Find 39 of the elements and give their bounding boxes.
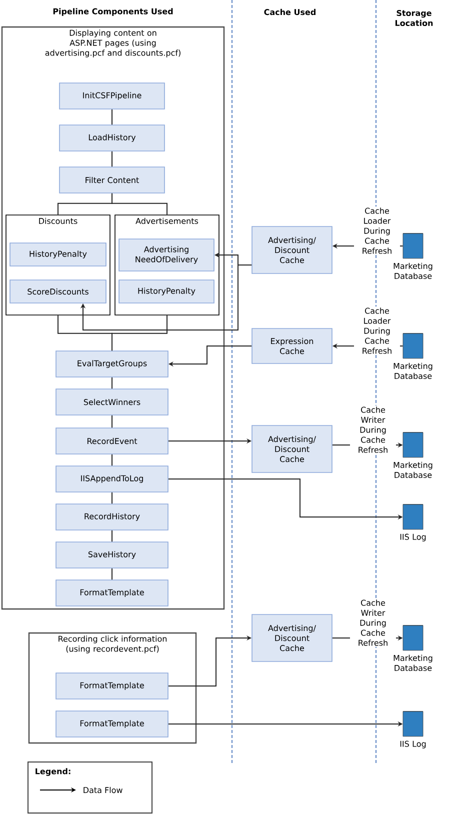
node-label: Marketing Database [394, 462, 432, 478]
process-box: LoadHistory [59, 124, 165, 152]
process-box: Advertising/ Discount Cache [252, 614, 332, 662]
arrow [80, 264, 252, 330]
node-label: IIS Log [400, 534, 426, 542]
process-box: Advertising/ Discount Cache [252, 425, 332, 473]
process-box: Filter Content [59, 166, 165, 194]
edge-label: Cache Loader During Cache Refresh [354, 306, 400, 355]
process-box: Advertising/ Discount Cache [252, 226, 332, 274]
process-box: Advertising NeedOfDelivery [118, 238, 214, 272]
column-heading: Storage Location [395, 10, 433, 26]
process-box: FormatTemplate [56, 580, 168, 606]
database-cylinder: IIS Log [400, 504, 426, 542]
node-label: IIS Log [400, 740, 426, 748]
process-box: RecordEvent [56, 428, 168, 454]
database-cylinder: Marketing Database [394, 625, 432, 671]
process-box: SelectWinners [56, 388, 168, 416]
node-label: Marketing Database [394, 654, 432, 671]
column-heading: Cache Used [264, 8, 316, 16]
edge-label: Cache Loader During Cache Refresh [354, 206, 400, 255]
database-cylinder: IIS Log [400, 711, 426, 748]
process-box: EvalTargetGroups [56, 350, 168, 378]
process-box: HistoryPenalty [118, 280, 214, 304]
process-box: RecordHistory [56, 504, 168, 530]
process-box: ScoreDiscounts [10, 280, 106, 304]
node-label: Marketing Database [394, 262, 432, 279]
process-box: IISAppendToLog [56, 466, 168, 492]
process-box: FormatTemplate [56, 710, 168, 738]
process-box: FormatTemplate [56, 672, 168, 700]
column-heading: Pipeline Components Used [53, 8, 173, 16]
process-box: Expression Cache [252, 328, 332, 364]
process-box: InitCSFPipeline [59, 82, 165, 110]
edge-label: Cache Writer During Cache Refresh [350, 598, 396, 647]
node-label: Marketing Database [394, 362, 432, 379]
edge-label: Cache Writer During Cache Refresh [350, 406, 396, 454]
database-cylinder: Marketing Database [394, 432, 432, 478]
process-box: SaveHistory [56, 542, 168, 568]
process-box: HistoryPenalty [10, 242, 106, 266]
legend-text: Data Flow [84, 786, 122, 794]
